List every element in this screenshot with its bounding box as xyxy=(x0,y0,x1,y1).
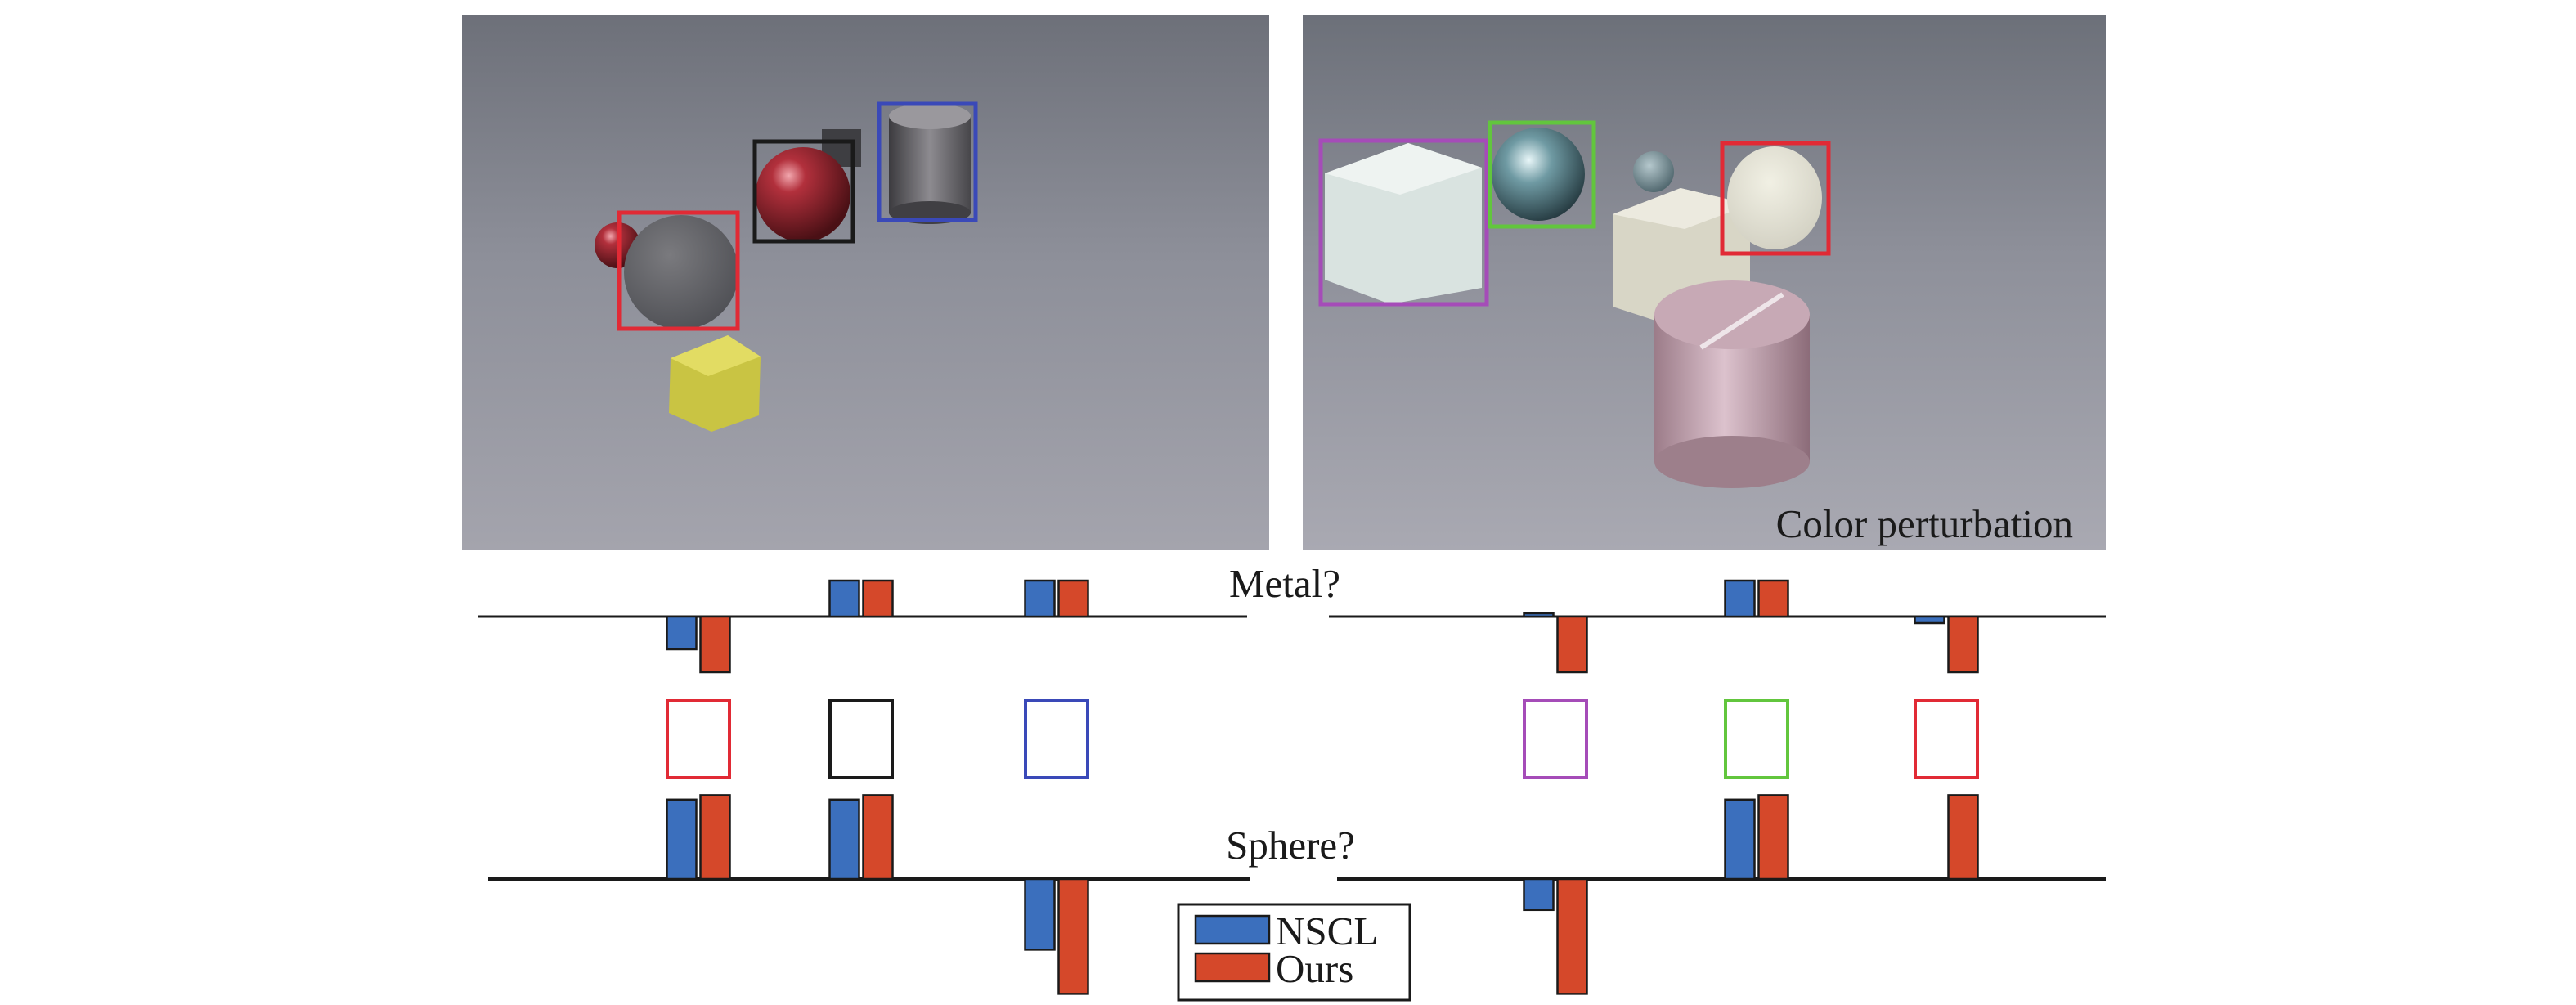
bar-metal-ours-g0-o2 xyxy=(1057,579,1089,618)
teal-metal-sphere xyxy=(1492,128,1585,221)
object-marker-red-g1 xyxy=(1914,699,1979,779)
box-blue xyxy=(877,101,978,222)
bar-sphere-ours-g1-o2 xyxy=(1947,794,1979,881)
pink-metal-cylinder xyxy=(1654,280,1810,488)
bar-sphere-nscl-g0-o0 xyxy=(666,798,698,881)
scene-image-right: Color perturbation xyxy=(1303,15,2106,550)
bar-sphere-nscl-g1-o0 xyxy=(1523,877,1555,912)
small-teal-sphere xyxy=(1633,151,1674,192)
object-marker-purple-g1 xyxy=(1523,699,1588,779)
object-marker-green-g1 xyxy=(1724,699,1789,779)
bar-metal-ours-g0-o0 xyxy=(699,615,731,674)
white-cube xyxy=(1325,143,1482,304)
object-marker-blue-g0 xyxy=(1024,699,1089,779)
bar-sphere-ours-g1-o1 xyxy=(1757,794,1789,881)
legend-label-nscl: NSCL xyxy=(1276,909,1378,953)
box-purple xyxy=(1318,138,1489,307)
bar-metal-ours-g1-o1 xyxy=(1757,579,1789,618)
object-marker-black-g0 xyxy=(828,699,894,779)
bar-metal-ours-g1-o2 xyxy=(1947,615,1979,674)
object-marker-red-g0 xyxy=(666,699,731,779)
red-metal-sphere xyxy=(756,147,850,242)
bar-metal-nscl-g0-o1 xyxy=(828,579,860,618)
box-red-left xyxy=(617,210,740,331)
object-markers xyxy=(666,699,1979,779)
gray-metal-cylinder xyxy=(889,103,971,224)
chart-bars xyxy=(666,579,1979,995)
scene-caption-right: Color perturbation xyxy=(1776,501,2073,546)
legend-swatch-nscl xyxy=(1194,914,1271,945)
legend-swatch-ours xyxy=(1194,952,1271,983)
bar-metal-nscl-g1-o2 xyxy=(1914,615,1945,625)
bar-metal-nscl-g1-o1 xyxy=(1724,579,1756,618)
bar-metal-nscl-g0-o2 xyxy=(1024,579,1056,618)
gray-sphere xyxy=(624,215,738,330)
yellow-cube xyxy=(669,335,761,432)
box-red-right xyxy=(1720,141,1831,256)
bar-metal-ours-g0-o1 xyxy=(862,579,894,618)
question-label-sphere: Sphere? xyxy=(1226,823,1355,868)
bar-sphere-ours-g1-o0 xyxy=(1556,877,1588,995)
bar-sphere-nscl-g1-o1 xyxy=(1724,798,1756,881)
legend-label-ours: Ours xyxy=(1276,946,1353,991)
bar-sphere-nscl-g1-o2 xyxy=(1914,877,1945,881)
box-green xyxy=(1488,120,1596,229)
bar-sphere-ours-g0-o0 xyxy=(699,794,731,881)
bar-metal-ours-g1-o0 xyxy=(1556,615,1588,674)
bar-sphere-ours-g0-o2 xyxy=(1057,877,1089,995)
bar-sphere-nscl-g0-o1 xyxy=(828,798,860,881)
bar-sphere-ours-g0-o1 xyxy=(862,794,894,881)
bar-metal-nscl-g1-o0 xyxy=(1523,612,1555,618)
bar-metal-nscl-g0-o0 xyxy=(666,615,698,651)
legend: NSCL Ours xyxy=(1177,903,1411,1002)
bar-sphere-nscl-g0-o2 xyxy=(1024,877,1056,951)
box-black xyxy=(752,139,855,244)
scene-image-left xyxy=(462,15,1269,550)
question-label-metal: Metal? xyxy=(1229,561,1340,606)
white-sphere xyxy=(1727,146,1822,249)
